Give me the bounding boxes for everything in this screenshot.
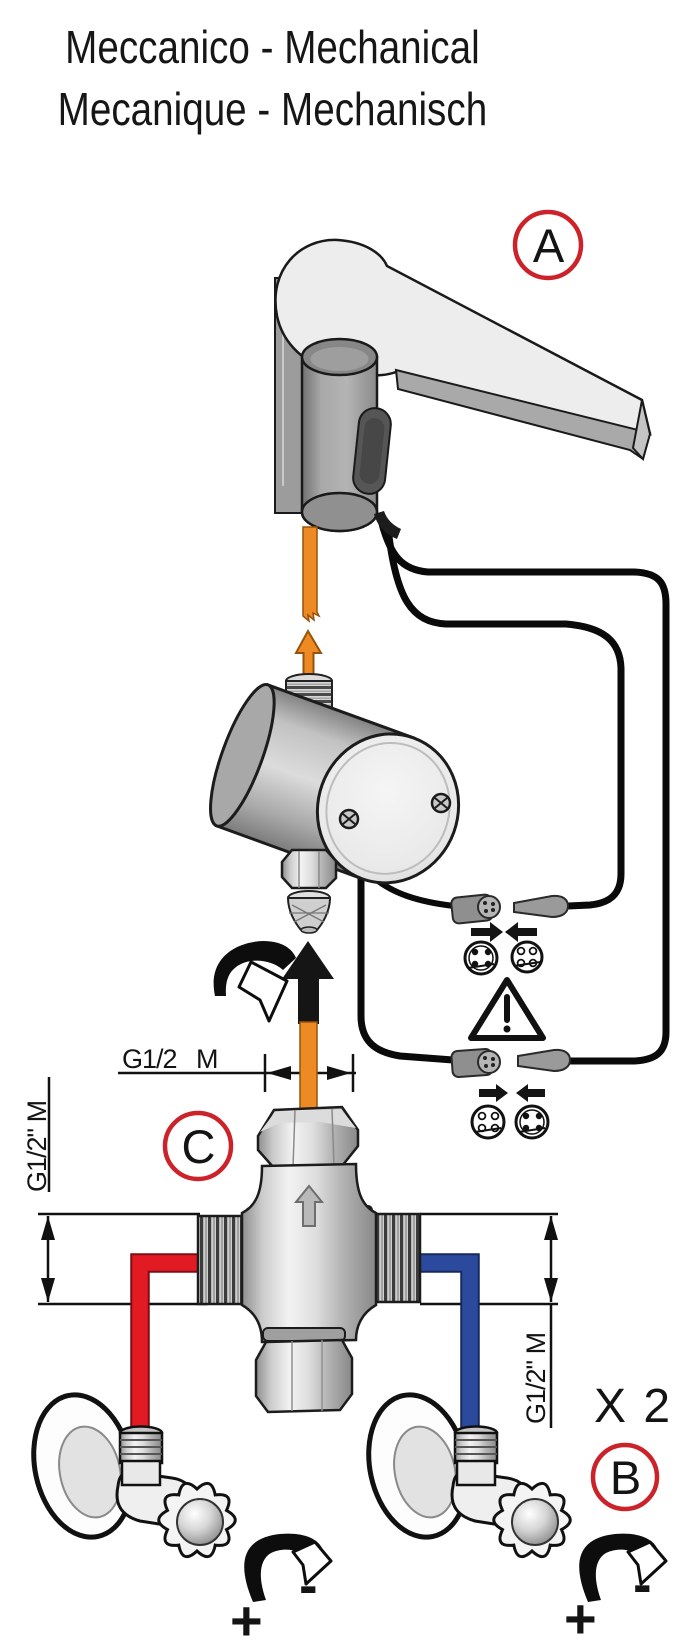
dim-top-gender: M [196, 1044, 218, 1074]
dim-left-label: G1/2" M [22, 1101, 52, 1192]
callout-b-letter: B [610, 1451, 640, 1504]
connect-arrow-icon [294, 628, 323, 676]
cable-exit [374, 511, 401, 539]
sensor-faucet [274, 238, 652, 623]
supply-hose-orange [302, 526, 321, 623]
valve-body [240, 1162, 378, 1344]
dimension-top-port: G1/2 M [118, 1044, 356, 1092]
face-screws [338, 792, 452, 830]
minus-hot: - [299, 1553, 318, 1616]
mixer-valve [196, 1105, 422, 1414]
dim-right-label: G1/2" M [521, 1333, 551, 1424]
solenoid-cable-long [357, 866, 457, 1064]
plus-hot: + [230, 1589, 263, 1650]
minus-cold: - [633, 1552, 652, 1615]
solenoid-valve [209, 673, 461, 934]
pin-diagram-female [510, 940, 544, 974]
left-thread-port [196, 1214, 248, 1306]
outlet-hex-nut [280, 848, 338, 890]
callout-b: B [590, 1442, 660, 1512]
screw-rotation-arrow-icon [213, 941, 296, 1023]
female-plug [517, 1048, 572, 1073]
dimension-left-port: G1/2" M [22, 1077, 207, 1306]
callout-c-letter: C [182, 1120, 215, 1173]
push-arrow-right-icon [471, 922, 503, 942]
filter-strainer [286, 890, 332, 934]
dim-top-thread: G1/2 [122, 1044, 177, 1074]
hot-water-pipe [130, 1253, 205, 1434]
quantity-label: X 2 [594, 1380, 672, 1433]
pin-diagram-female [470, 1104, 506, 1140]
faucet-sensor-cables [377, 516, 670, 1065]
push-arrow-left-icon [505, 922, 537, 942]
cold-water-pipe [420, 1253, 480, 1434]
angle-valve-right [450, 1425, 572, 1559]
connector-pair-upper [450, 893, 570, 976]
cable-outer [377, 516, 670, 1065]
page-title: Meccanico - Mechanical Mecanique - Mecha… [44, 16, 502, 140]
pin-diagram-male [463, 940, 499, 976]
push-arrow-left-icon [516, 1084, 545, 1102]
right-thread-port [370, 1212, 422, 1304]
inlet-hose-orange [299, 1021, 318, 1111]
push-arrow-right-icon [479, 1084, 508, 1102]
flow-arrow-emboss-icon [293, 1184, 325, 1227]
title-line-2: Mecanique - Mechanisch [57, 83, 488, 135]
callout-a-letter: A [533, 219, 565, 272]
bottom-swivel-nut [254, 1338, 354, 1414]
solenoid-cables [357, 866, 457, 1064]
plus-cold: + [564, 1587, 597, 1650]
female-plug [513, 894, 570, 919]
callout-c: C [162, 1110, 234, 1182]
insert-arrow-icon [282, 941, 334, 1024]
warning-triangle-icon [468, 977, 546, 1041]
connector-pair-lower [450, 1048, 572, 1140]
title-line-1: Meccanico - Mechanical [65, 21, 480, 73]
dimension-right-port: G1/2" M [420, 1212, 558, 1428]
cable-inner [384, 524, 625, 910]
pin-diagram-male [514, 1104, 550, 1140]
callout-a: A [512, 209, 584, 281]
angle-valve-left [115, 1425, 237, 1559]
spout-edge [394, 368, 652, 461]
